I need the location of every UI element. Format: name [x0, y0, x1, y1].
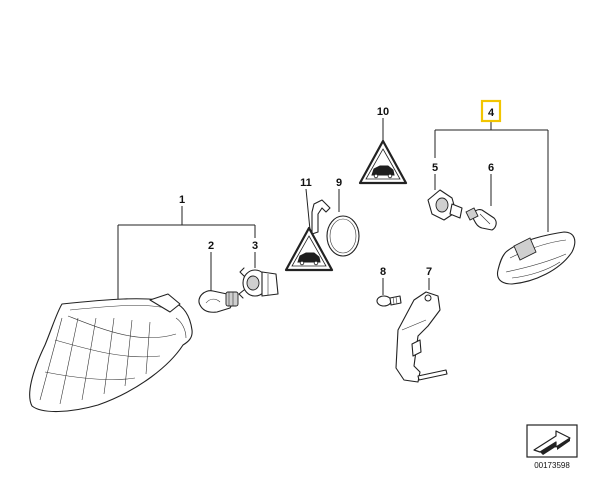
vehicle-icon — [371, 165, 395, 179]
callout-1: 1 — [179, 194, 185, 206]
callout-4-highlight — [480, 99, 502, 123]
front-indicator-housing — [29, 293, 193, 413]
vehicle-icon — [297, 252, 321, 266]
warning-triangle-icon — [358, 139, 408, 185]
view-direction-arrow-icon — [526, 424, 578, 458]
callout-10: 10 — [377, 106, 389, 118]
holder-bracket — [395, 291, 448, 383]
warning-triangle-icon — [284, 226, 334, 272]
callout-labels: 1 2 3 10 11 9 5 6 8 7 4 — [179, 99, 502, 278]
ring-seal — [326, 215, 360, 257]
bulb-socket — [238, 267, 279, 299]
callout-7: 7 — [426, 266, 432, 278]
callout-5: 5 — [432, 162, 438, 174]
screw — [376, 295, 402, 307]
callout-4[interactable]: 4 — [488, 107, 495, 119]
side-marker-bulb — [465, 207, 497, 231]
callout-9: 9 — [336, 177, 342, 189]
callout-3: 3 — [252, 240, 258, 252]
callout-6: 6 — [488, 162, 494, 174]
drawing-number: 00173598 — [534, 461, 570, 470]
callout-11: 11 — [300, 177, 312, 189]
callout-2: 2 — [208, 240, 214, 252]
leader-lines — [117, 118, 549, 303]
side-marker-light — [496, 231, 576, 285]
sheet-metal-clip — [311, 199, 331, 235]
callout-8: 8 — [380, 266, 386, 278]
indicator-bulb — [198, 290, 239, 313]
side-marker-bulb-socket — [427, 189, 463, 221]
